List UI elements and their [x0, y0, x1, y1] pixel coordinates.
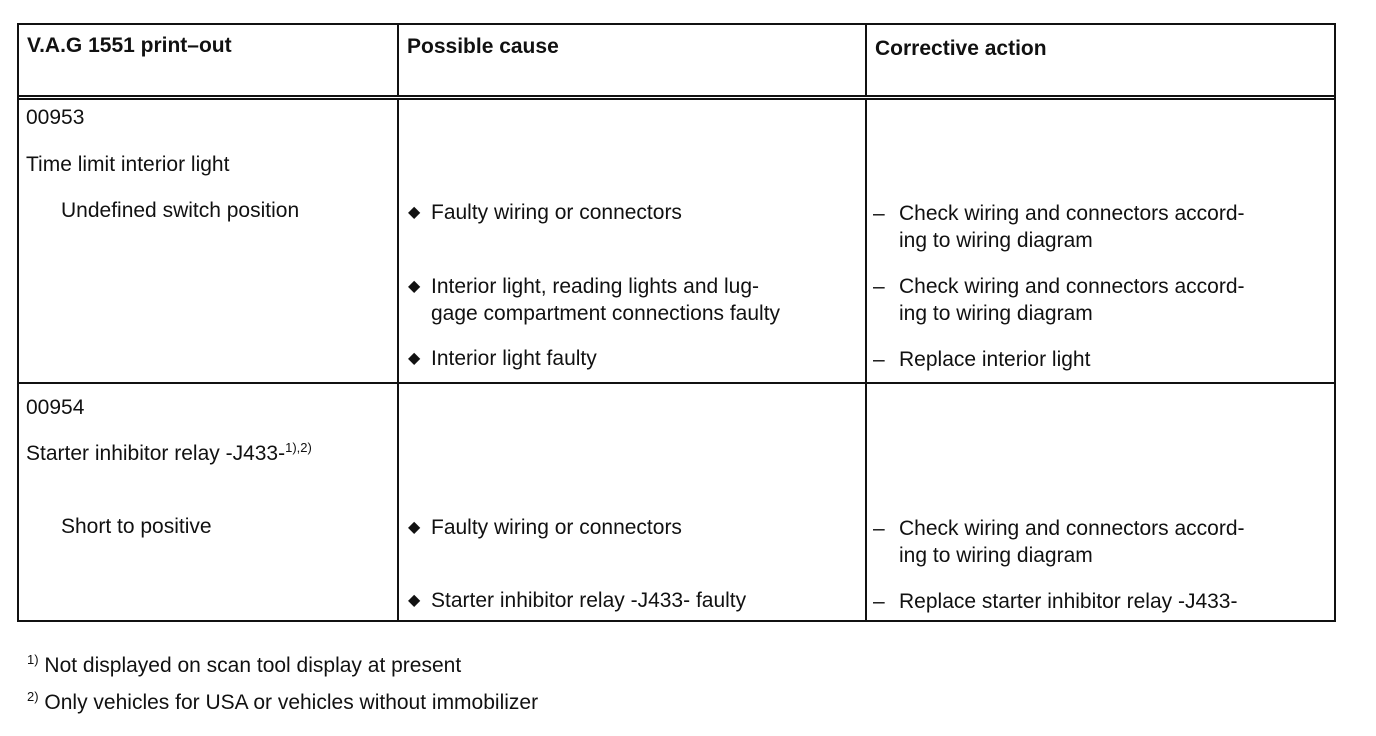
- footnote-ref: 1),2): [285, 440, 312, 455]
- cause-text: Starter inhibitor relay -J433- faulty: [431, 589, 747, 612]
- footnote-mark: 2): [27, 689, 39, 704]
- dash-icon: –: [873, 275, 885, 298]
- fault-component-2: Starter inhibitor relay -J433-1),2): [26, 440, 312, 467]
- cause-text: Interior light, reading lights and lug-: [431, 275, 760, 298]
- footnote-text: Only vehicles for USA or vehicles withou…: [44, 691, 539, 714]
- header-double-rule: [19, 95, 1334, 100]
- action-text: Check wiring and connectors accord-: [899, 202, 1245, 225]
- header-possible-cause: Possible cause: [407, 35, 559, 58]
- action-text: Check wiring and connectors accord-: [899, 517, 1245, 540]
- column-divider-2: [865, 25, 867, 620]
- fault-code-00954: 00954: [26, 396, 85, 419]
- fault-component-2-text: Starter inhibitor relay -J433-: [26, 442, 286, 465]
- fault-condition-2: Short to positive: [61, 515, 212, 538]
- action-text: ing to wiring diagram: [899, 302, 1093, 325]
- footnote-text: Not displayed on scan tool display at pr…: [44, 654, 462, 677]
- cause-text: Faulty wiring or connectors: [431, 201, 682, 224]
- section-divider: [19, 382, 1334, 384]
- dash-icon: –: [873, 590, 885, 613]
- bullet-icon: ◆: [408, 519, 421, 536]
- action-text: Replace starter inhibitor relay -J433-: [899, 590, 1238, 613]
- bullet-icon: ◆: [408, 278, 421, 295]
- fault-condition-1: Undefined switch position: [61, 199, 300, 222]
- action-text: ing to wiring diagram: [899, 544, 1093, 567]
- action-text: ing to wiring diagram: [899, 229, 1093, 252]
- fault-component-1: Time limit interior light: [26, 153, 230, 176]
- bullet-icon: ◆: [408, 592, 421, 609]
- dash-icon: –: [873, 517, 885, 540]
- cause-text: Faulty wiring or connectors: [431, 516, 682, 539]
- fault-code-00953: 00953: [26, 106, 85, 129]
- action-text: Replace interior light: [899, 348, 1091, 371]
- footnote-1: 1) Not displayed on scan tool display at…: [27, 652, 461, 679]
- header-corrective-action: Corrective action: [875, 37, 1047, 60]
- footnote-mark: 1): [27, 652, 39, 667]
- action-text: Check wiring and connectors accord-: [899, 275, 1245, 298]
- dash-icon: –: [873, 348, 885, 371]
- cause-text: Interior light faulty: [431, 347, 597, 370]
- bullet-icon: ◆: [408, 350, 421, 367]
- cause-text: gage compartment connections faulty: [431, 302, 781, 325]
- fault-table: V.A.G 1551 print–out Possible cause Corr…: [17, 23, 1336, 622]
- bullet-icon: ◆: [408, 204, 421, 221]
- dash-icon: –: [873, 202, 885, 225]
- header-printout: V.A.G 1551 print–out: [27, 34, 232, 57]
- footnote-2: 2) Only vehicles for USA or vehicles wit…: [27, 689, 538, 716]
- column-divider-1: [397, 25, 399, 620]
